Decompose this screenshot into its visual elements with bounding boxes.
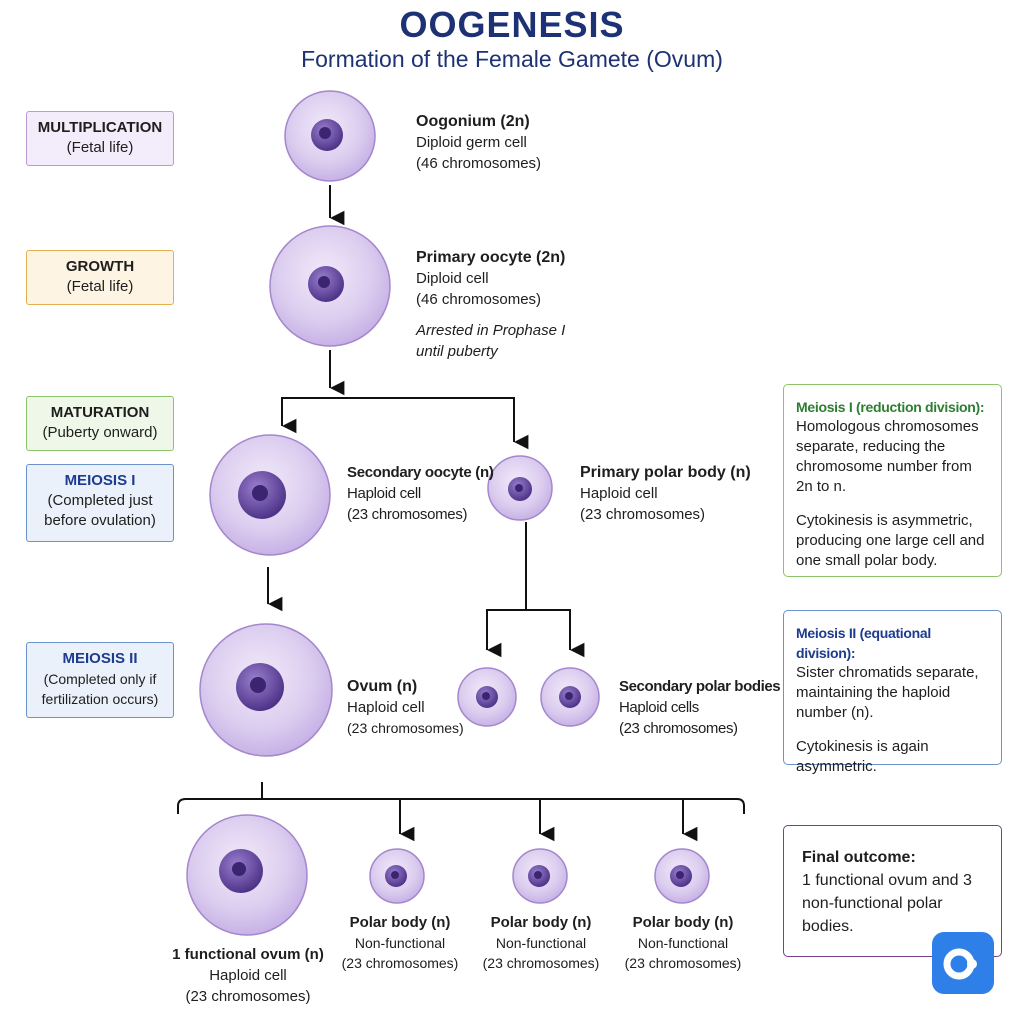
stage-growth: GROWTH (Fetal life) (26, 250, 174, 305)
label-polar-body: Polar body (n) Non-functional (23 chromo… (477, 913, 605, 973)
functional-ovum-cell (186, 814, 308, 936)
info-paragraph: Homologous chromosomes separate, reducin… (796, 418, 979, 495)
page-title: OOGENESIS (399, 4, 625, 45)
secondary-oocyte-cell (209, 434, 331, 556)
polar-body-cell (512, 848, 568, 904)
cell-name: Ovum (n) (347, 678, 418, 695)
stage-sub: fertilization occurs) (41, 691, 159, 707)
cell-name: 1 functional ovum (n) (172, 946, 324, 963)
cell-note: Arrested in Prophase I (416, 322, 566, 339)
stage-meiosis-1: MEIOSIS I (Completed just before ovulati… (26, 464, 174, 542)
stage-sub: (Fetal life) (66, 139, 134, 156)
stage-sub: (Completed just (47, 492, 153, 509)
stage-maturation: MATURATION (Puberty onward) (26, 396, 174, 451)
cell-desc: Non-functional (637, 935, 729, 951)
stage-sub: before ovulation) (44, 512, 156, 529)
stage-title: MEIOSIS II (62, 650, 138, 667)
secondary-polar-body-cell (540, 667, 600, 727)
info-meiosis-2: Meiosis II (equational division): Sister… (783, 610, 1002, 775)
cell-desc: (23 chromosomes) (580, 506, 706, 523)
stage-title: GROWTH (65, 258, 135, 275)
label-primary-polar-body: Primary polar body (n) Haploid cell (23 … (580, 462, 751, 525)
label-secondary-polar-bodies: Secondary polar bodies (n) Haploid cells… (619, 676, 802, 739)
label-ovum: Ovum (n) Haploid cell (23 chromosomes) (347, 676, 464, 739)
cell-desc: Haploid cell (347, 485, 421, 502)
cell-name: Secondary oocyte (n) (347, 464, 494, 481)
cell-name: Polar body (n) (632, 914, 734, 931)
info-paragraph: Cytokinesis is again asymmetric. (796, 738, 929, 775)
label-polar-body: Polar body (n) Non-functional (23 chromo… (619, 913, 747, 973)
cell-desc: (23 chromosomes) (185, 988, 311, 1005)
cell-desc: (46 chromosomes) (416, 155, 542, 172)
primary-oocyte-cell (269, 225, 391, 347)
ovum-cell (199, 623, 333, 757)
info-paragraph: Cytokinesis is asymmetric, producing one… (796, 512, 985, 569)
info-meiosis-1: Meiosis I (reduction division): Homologo… (783, 384, 1002, 577)
stage-sub: (Puberty onward) (42, 424, 158, 441)
polar-body-cell (369, 848, 425, 904)
cell-note: until puberty (416, 343, 498, 360)
cell-desc: Diploid cell (416, 270, 489, 287)
cell-name: Oogonium (2n) (416, 113, 530, 130)
stage-sub: (Fetal life) (66, 278, 134, 295)
label-polar-body: Polar body (n) Non-functional (23 chromo… (336, 913, 464, 973)
stage-title: MEIOSIS I (64, 472, 136, 489)
polar-body-cell (654, 848, 710, 904)
cell-name: Primary polar body (n) (580, 464, 751, 481)
cell-name: Primary oocyte (2n) (416, 249, 566, 266)
info-title: Final outcome: (802, 849, 916, 866)
cell-desc: Haploid cells (619, 699, 699, 716)
label-primary-oocyte: Primary oocyte (2n) Diploid cell (46 chr… (416, 247, 565, 362)
cell-desc: (46 chromosomes) (416, 291, 542, 308)
label-functional-ovum: 1 functional ovum (n) Haploid cell (23 c… (160, 944, 336, 1007)
stage-multiplication: MULTIPLICATION (Fetal life) (26, 111, 174, 166)
cell-name: Secondary polar bodies (n) (619, 678, 802, 695)
cell-desc: (23 chromosomes) (347, 720, 464, 736)
cell-desc: (23 chromosomes) (341, 955, 459, 971)
info-paragraph: Sister chromatids separate, maintaining … (796, 664, 979, 721)
stage-sub: (Completed only if (43, 671, 157, 687)
branch-polar (486, 609, 571, 648)
cell-desc: Non-functional (354, 935, 446, 951)
info-title: Meiosis I (reduction division): (796, 399, 985, 415)
branch-meiosis1 (281, 397, 529, 450)
cell-desc: Haploid cell (209, 967, 287, 984)
info-title: Meiosis II (equational division): (796, 625, 931, 661)
oogonium-cell (284, 90, 376, 182)
cell-desc: (23 chromosomes) (347, 506, 468, 523)
cell-desc: (23 chromosomes) (624, 955, 742, 971)
cell-name: Polar body (n) (349, 914, 451, 931)
primary-polar-body-cell (487, 455, 553, 521)
cell-desc: Non-functional (495, 935, 587, 951)
label-secondary-oocyte: Secondary oocyte (n) Haploid cell (23 ch… (347, 462, 494, 525)
stage-title: MULTIPLICATION (37, 119, 163, 136)
brand-logo-icon (932, 932, 994, 994)
bracket-final (177, 798, 745, 814)
cell-desc: (23 chromosomes) (619, 720, 738, 737)
stage-title: MATURATION (50, 404, 150, 421)
info-paragraph: 1 functional ovum and 3 non-functional p… (802, 872, 972, 935)
cell-desc: (23 chromosomes) (482, 955, 600, 971)
cell-name: Polar body (n) (490, 914, 592, 931)
page-subtitle: Formation of the Female Gamete (Ovum) (301, 46, 723, 72)
label-oogonium: Oogonium (2n) Diploid germ cell (46 chro… (416, 111, 541, 174)
stage-meiosis-2: MEIOSIS II (Completed only if fertilizat… (26, 642, 174, 718)
cell-desc: Haploid cell (347, 699, 425, 716)
cell-desc: Haploid cell (580, 485, 658, 502)
secondary-polar-body-cell (457, 667, 517, 727)
cell-desc: Diploid germ cell (416, 134, 527, 151)
